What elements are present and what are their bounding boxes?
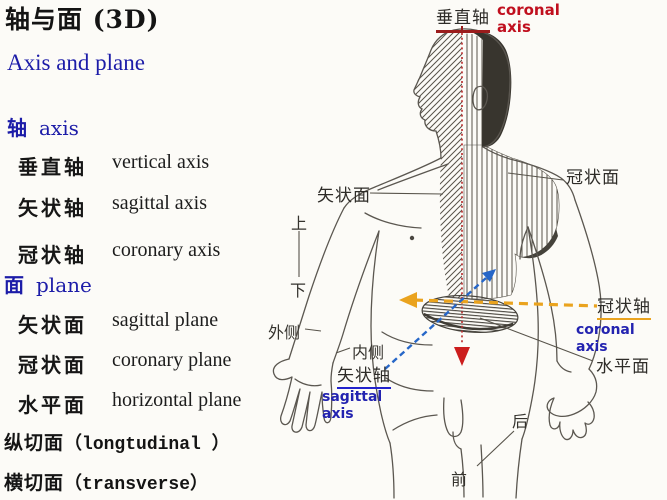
posterior-label: 后 [512, 412, 529, 431]
groin-sketch [442, 397, 464, 450]
term-cn: 纵切面 [4, 432, 65, 454]
direction-up-label: 上 [291, 214, 308, 233]
leg-lines [389, 438, 523, 499]
anterior-posterior-connector [476, 430, 515, 467]
vertical-axis-arrowhead [454, 347, 470, 366]
right-torso-side [521, 226, 539, 440]
figure-sagittal-axis-label: 矢状轴 [337, 361, 391, 389]
term-cn: 垂直轴 [18, 155, 87, 179]
coronal-plane-bottom-rim [522, 228, 558, 259]
term-en: （longtudinal ） [64, 435, 230, 455]
lateral-connector [304, 328, 322, 332]
direction-down-label: 下 [290, 281, 307, 300]
axis-heading-cn: 轴 [7, 116, 29, 140]
term-cn: 冠状轴 [18, 243, 87, 267]
head-profile [413, 29, 455, 159]
figure-horizontal-plane-label: 水平面 [596, 357, 650, 377]
figure-sagittal-plane-label: 矢状面 [317, 186, 371, 206]
figure-coronal-axis-label: 冠状轴 [597, 292, 651, 320]
term-en: vertical axis [112, 151, 210, 173]
term-cn: 冠状面 [18, 353, 87, 377]
right-hand [546, 360, 598, 441]
nipple [409, 235, 415, 241]
term-row-longitudinal: 纵切面（longtudinal ） [4, 428, 230, 455]
figure-coronal-axis-en-label: coronal axis [576, 322, 635, 355]
hair [470, 30, 512, 148]
medial-connector [335, 347, 351, 354]
abdomen-line-2 [385, 377, 434, 392]
term-row-sagittal-plane: 矢状面 sagittal plane [0, 309, 268, 337]
right-shoulder [509, 158, 576, 201]
connector-lines [298, 172, 594, 467]
chest-line [364, 212, 422, 229]
anterior-label: 前 [451, 470, 468, 489]
term-cn: 水平面 [18, 393, 87, 417]
right-arm-outer [574, 199, 602, 370]
horizontal-plane-disc [421, 294, 519, 334]
collar-line [377, 163, 449, 191]
term-en: horizontal plane [112, 389, 242, 411]
axis-heading-en: axis [39, 116, 79, 140]
figure-sagittal-axis-en-label: sagittal axis [322, 389, 383, 422]
ear [472, 85, 489, 111]
sagittal-axis-arrowhead [482, 269, 496, 282]
coronal-plane-hatch [463, 33, 560, 300]
sagittal-axis-line [384, 269, 496, 370]
coronal-axis-arrowhead [399, 292, 417, 308]
section-heading-axis: 轴 axis [7, 112, 79, 141]
term-row-transverse: 横切面（transverse） [4, 468, 208, 495]
term-cn: 矢状轴 [18, 196, 87, 220]
left-arm-inner [332, 230, 380, 364]
left-shoulder [343, 157, 442, 209]
lateral-label: 外侧 [268, 323, 301, 342]
term-en: coronary axis [112, 239, 221, 261]
head-crown [453, 28, 511, 148]
left-hand [272, 358, 334, 433]
term-row-sagittal-axis: 矢状轴 sagittal axis [0, 192, 268, 220]
term-row-vertical-axis: 垂直轴 vertical axis [0, 151, 268, 179]
page-title: 轴与面 (3D) [5, 5, 160, 34]
term-en: sagittal axis [112, 192, 207, 214]
term-en: sagittal plane [112, 309, 219, 331]
hip-crease [392, 414, 438, 431]
term-en: coronary plane [112, 349, 232, 371]
anatomy-figure-sketch [272, 26, 602, 499]
plane-heading-cn: 面 [4, 273, 26, 297]
term-row-coronary-axis: 冠状轴 coronary axis [0, 239, 268, 267]
body-outline [272, 28, 602, 499]
horizontal-plane-connector [479, 317, 594, 362]
left-arm-outer [288, 207, 345, 360]
page-subtitle: Axis and plane [7, 50, 145, 75]
term-cn: 矢状面 [18, 313, 87, 337]
nape [482, 146, 511, 160]
section-heading-plane: 面 plane [4, 269, 92, 298]
figure-coronal-plane-label: 冠状面 [566, 168, 620, 188]
figure-vertical-axis-label: 垂直轴 [436, 3, 490, 33]
sagittal-plane-hatch-torso [439, 158, 462, 298]
sagittal-plane-connector [369, 192, 444, 195]
right-armpit-fold [519, 226, 529, 260]
medial-label: 内侧 [352, 343, 385, 362]
coronal-plane-connector [507, 172, 564, 181]
term-row-coronary-plane: 冠状面 coronary plane [0, 349, 268, 377]
term-row-horizontal-plane: 水平面 horizontal plane [0, 389, 268, 417]
coronal-axis-line [399, 292, 598, 308]
left-torso-side [370, 230, 391, 444]
term-cn: 横切面 [4, 472, 65, 494]
abdomen-line-1 [381, 331, 433, 346]
plane-heading-en: plane [36, 273, 92, 297]
figure-top-red-axis-label: coronal axis [497, 1, 560, 37]
term-en: （transverse） [64, 475, 209, 495]
